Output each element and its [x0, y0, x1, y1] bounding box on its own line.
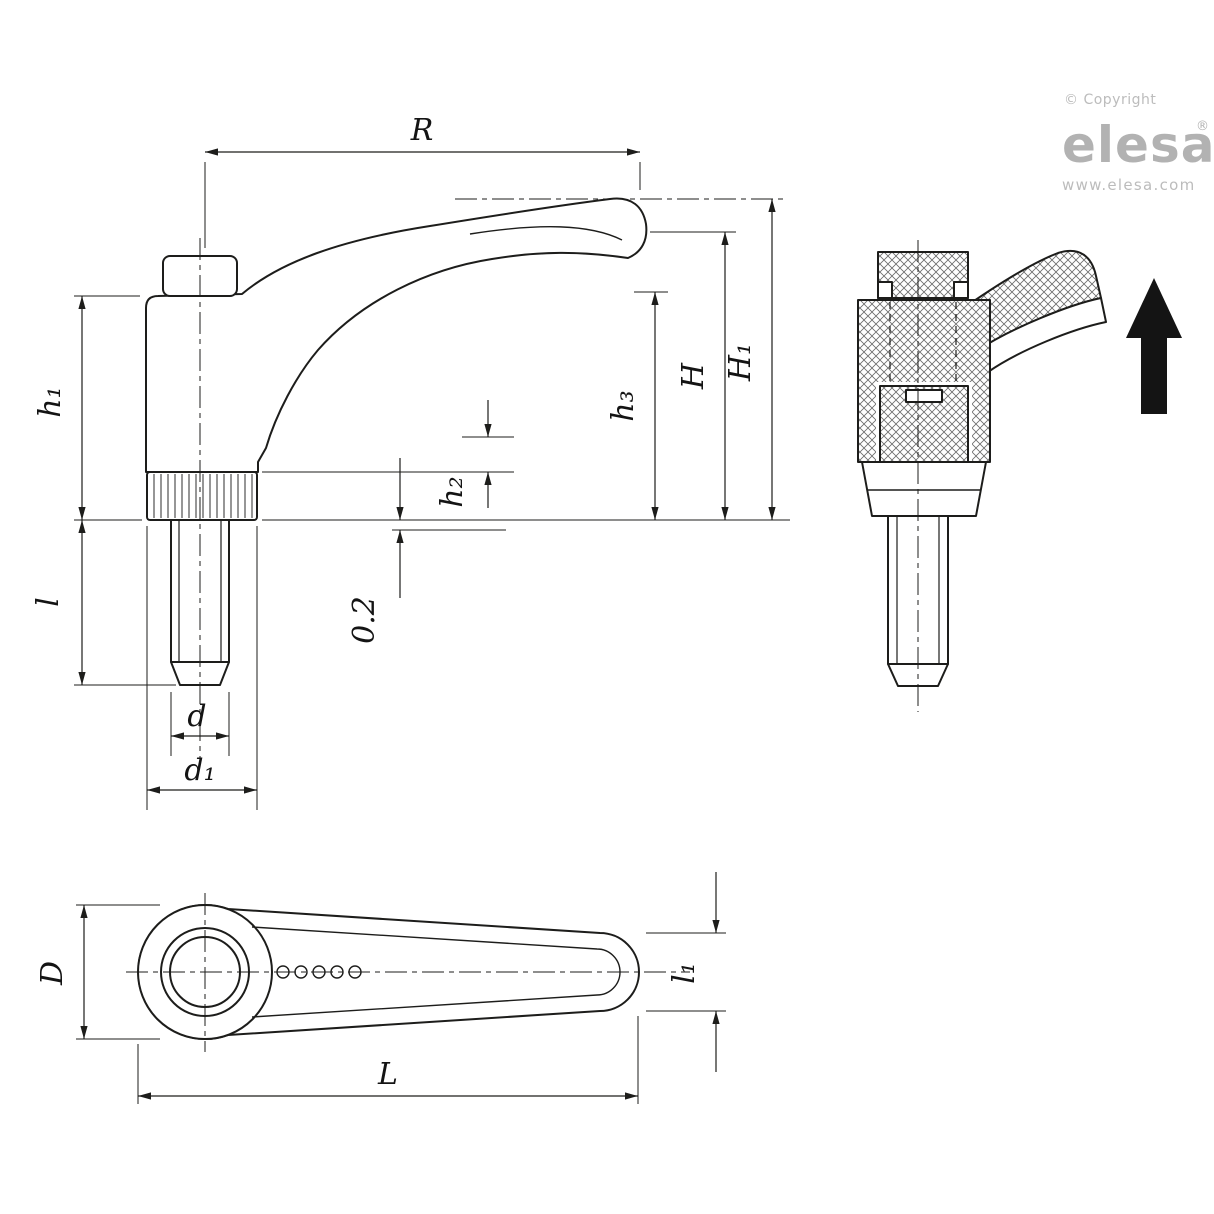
copyright-text: © Copyright	[1064, 92, 1156, 108]
dim-label-d1: d₁	[184, 753, 215, 788]
dim-h1: h₁	[33, 295, 142, 521]
dim-clearance: 0.2	[347, 458, 506, 644]
top-view-dimensions: D L l₁	[35, 872, 726, 1104]
knurl-texture	[153, 474, 253, 518]
dim-label-l1: l₁	[667, 962, 702, 984]
dim-label-h3: h₃	[606, 390, 641, 421]
top-view	[126, 893, 690, 1052]
website-text: www.elesa.com	[1062, 176, 1196, 194]
front-base-taper	[861, 461, 987, 517]
dim-l1: l₁	[646, 872, 726, 1072]
lever-silhouette	[145, 197, 648, 473]
front-tooth-notch-right	[953, 281, 969, 299]
elesa-logo-text: elesa	[1062, 116, 1214, 174]
dim-label-H1: H₁	[723, 343, 758, 382]
brand-logo: © Copyright elesa ® www.elesa.com	[1062, 92, 1214, 194]
side-view	[145, 197, 648, 765]
front-tooth-notch-left	[877, 281, 893, 299]
dim-label-H: H	[676, 362, 711, 390]
front-hub-face-detail	[905, 389, 943, 403]
front-handle-underside	[977, 297, 1107, 373]
dim-H: H	[650, 231, 736, 520]
thread-lines	[178, 520, 222, 662]
dim-label-l: l	[31, 597, 66, 607]
dim-label-D: D	[35, 961, 70, 986]
direction-arrow	[1126, 278, 1182, 414]
dim-h2: h₂	[262, 400, 514, 508]
knurled-nut	[146, 471, 258, 521]
arrow-shaft	[1141, 338, 1167, 414]
front-view	[857, 240, 1107, 712]
registered-mark: ®	[1196, 119, 1209, 134]
grip-inner-edge	[469, 226, 623, 241]
dim-label-R: R	[410, 113, 434, 148]
dim-label-clearance: 0.2	[347, 596, 382, 644]
dim-d: d	[170, 692, 230, 756]
dim-l: l	[31, 520, 176, 686]
dim-label-L: L	[377, 1057, 398, 1092]
dim-label-h2: h₂	[435, 476, 470, 507]
front-thread-lines	[896, 516, 940, 664]
dim-label-d: d	[187, 699, 206, 734]
dim-D: D	[35, 904, 160, 1040]
dim-L: L	[137, 1016, 639, 1104]
dim-H1: H₁	[455, 198, 786, 520]
dim-h3: h₃	[606, 291, 668, 520]
side-view-dimensions: R h₁ l d d₁	[31, 113, 790, 810]
dim-label-h1: h₁	[33, 386, 68, 417]
dim-d1: d₁	[146, 526, 258, 810]
arrow-head	[1126, 278, 1182, 338]
dim-R: R	[204, 113, 641, 248]
